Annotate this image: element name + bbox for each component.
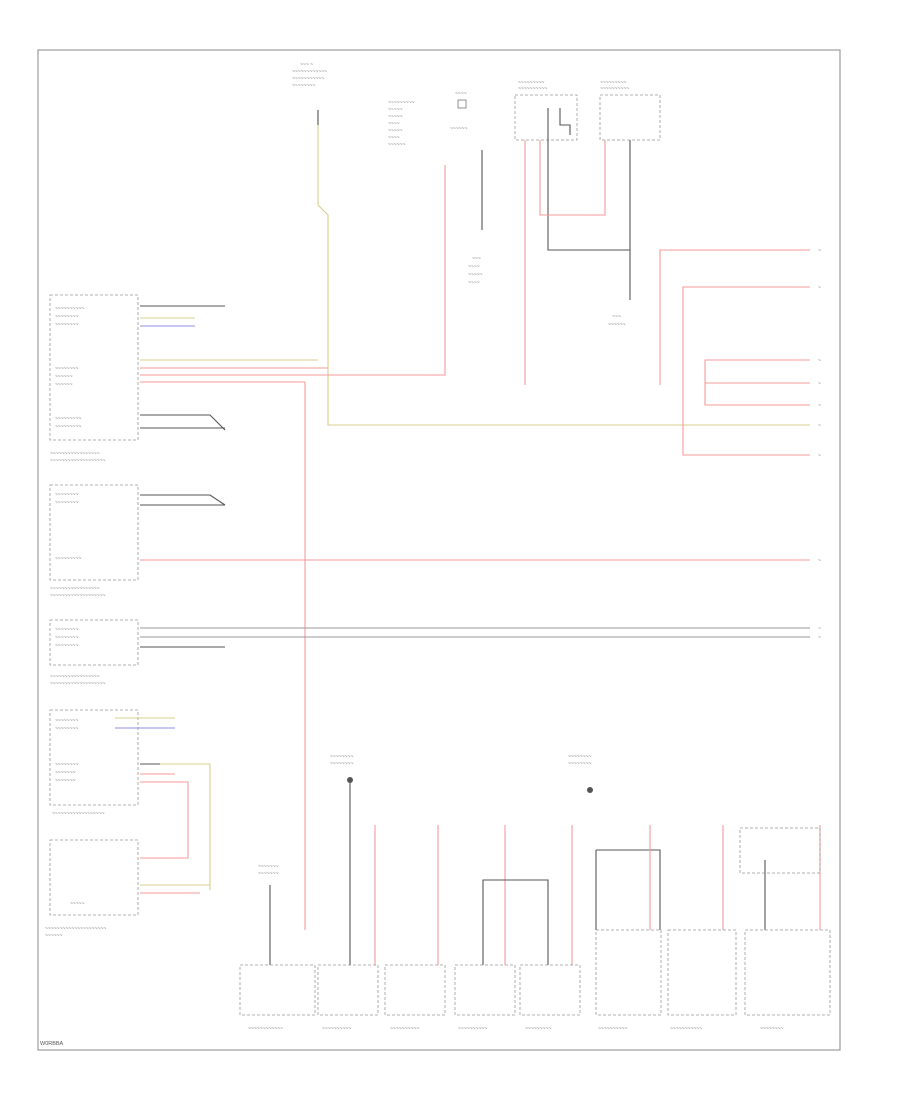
svg-text:~~~~~~~~: ~~~~~~~~ [55,726,78,732]
svg-text:~~~~~~: ~~~~~~ [55,374,73,380]
svg-text:~~~~~~~~~: ~~~~~~~~~ [600,80,626,86]
svg-text:~~~~~: ~~~~~ [388,107,403,113]
svg-text:~~~~~: ~~~~~ [388,128,403,134]
svg-text:~~~~~~~~: ~~~~~~~~ [568,761,591,767]
svg-text:~~~~~~: ~~~~~~ [388,142,406,148]
diagram-frame [37,49,841,1051]
svg-text:~~~~~~~~: ~~~~~~~~ [292,83,315,89]
svg-text:~~~~~~~~: ~~~~~~~~ [55,492,78,498]
svg-text:~~~ ~: ~~~ ~ [300,62,313,68]
svg-text:~~~~~~~: ~~~~~~~ [258,871,279,877]
top-fuse-block: ~~~ ~ ~~~~~~~~~~~~ ~~~~~~~~~~~ ~~~~~~~~ [292,62,810,426]
svg-text:~~~~: ~~~~ [388,121,400,127]
svg-text:~~~~~~~~~~~~~~~~~~~~~: ~~~~~~~~~~~~~~~~~~~~~ [45,926,106,932]
svg-text:~~~~~~~~~~: ~~~~~~~~~~ [390,1026,419,1032]
rear-heated-seat-module: ~~~~~~~~ ~~~~~~~~ ~~~~~~~~ ~~~~~~~~~~~~~… [49,619,810,687]
svg-text:~~~~~~~~: ~~~~~~~~ [760,1026,783,1032]
svg-text:~: ~ [818,358,821,364]
svg-text:~~~~~~~~: ~~~~~~~~ [55,627,78,633]
svg-text:~~~~~~~: ~~~~~~~ [55,778,76,784]
instrument-cluster: ~~~~~~~~ ~~~~~~~~ ~~~~~~~~ ~~~~~~~ ~~~~~… [49,709,211,890]
svg-text:~: ~ [818,423,821,429]
svg-text:~~~~~~~~: ~~~~~~~~ [55,314,78,320]
svg-text:~~~~~~~~~~~~~~~~~~: ~~~~~~~~~~~~~~~~~~ [52,811,105,817]
svg-text:~~~~~~~: ~~~~~~~ [55,770,76,776]
svg-text:~: ~ [818,381,821,387]
svg-text:~~~~~~: ~~~~~~ [45,933,63,939]
svg-text:~~~~~: ~~~~~ [388,114,403,120]
svg-text:~~~~~~~~~~~~: ~~~~~~~~~~~~ [292,69,327,75]
bottom-loads: ~~~~~~~~ ~~~~~~~~ ~~~~~~~~ ~~~~~~~~ ~~~~… [258,754,821,965]
svg-text:~~~~~~~~~~~~: ~~~~~~~~~~~~ [248,1026,283,1032]
right-front-seat-module: ~~~~~~~~ ~~~~~~~~ ~~~~~~~~~ ~~~~~~~~~~~~… [49,484,810,599]
svg-text:~~~~~~~~~~~~~~~~~: ~~~~~~~~~~~~~~~~~ [50,451,100,457]
svg-text:~~~~: ~~~~ [455,91,467,97]
svg-text:~~~~~~~~~: ~~~~~~~~~ [55,424,81,430]
svg-text:~~~~~~~~~~~~~~~~~~~: ~~~~~~~~~~~~~~~~~~~ [50,593,106,599]
svg-text:~~~~~~~~~~: ~~~~~~~~~~ [518,86,547,92]
svg-text:~~~~~~~~: ~~~~~~~~ [568,754,591,760]
svg-text:~~~~~: ~~~~~ [70,901,85,907]
svg-text:~~~~~~~~~: ~~~~~~~~~ [55,556,81,562]
svg-text:~~~~~~~~~~: ~~~~~~~~~~ [55,306,84,312]
svg-text:~: ~ [818,248,821,254]
svg-text:~~~~~~~~~~~: ~~~~~~~~~~~ [670,1026,702,1032]
svg-text:~~~~~~~~~: ~~~~~~~~~ [388,100,414,106]
svg-text:~~~~: ~~~~ [468,280,480,286]
svg-text:~~~~~~~: ~~~~~~~ [258,864,279,870]
svg-text:~: ~ [818,403,821,409]
svg-text:~~~~~~~~~~: ~~~~~~~~~~ [598,1026,627,1032]
svg-text:~~~~~~~~~: ~~~~~~~~~ [518,80,544,86]
svg-text:~~~~~~~~: ~~~~~~~~ [330,761,353,767]
svg-text:~~~~~~~~~~~: ~~~~~~~~~~~ [292,76,324,82]
svg-text:~~~~~~~~~~: ~~~~~~~~~~ [458,1026,487,1032]
top-right-relays: ~~~~~~~~~ ~~~~~~~~~~ ~~~~~~~~~ ~~~~~~~~~… [514,80,661,385]
svg-text:~~~~~~~~: ~~~~~~~~ [55,322,78,328]
svg-text:~~~: ~~~ [612,314,621,320]
right-terminal-markers: ~ ~ ~ ~ ~ ~ ~ ~ ~ ~ [818,248,821,641]
svg-text:~~~~~~~~~~: ~~~~~~~~~~ [322,1026,351,1032]
svg-text:~: ~ [818,558,821,564]
svg-text:~~~~~~~~: ~~~~~~~~ [330,754,353,760]
svg-text:~~~~~~~~~: ~~~~~~~~~ [525,1026,551,1032]
svg-text:~~~~~~~~: ~~~~~~~~ [55,643,78,649]
svg-text:~~~~~~~~: ~~~~~~~~ [55,635,78,641]
svg-text:~~~~~~~~~~~~~~~~~: ~~~~~~~~~~~~~~~~~ [50,674,100,680]
svg-text:~~~~: ~~~~ [468,264,480,270]
svg-text:~~~~~: ~~~~~ [468,272,483,278]
center-fuse-labels: ~~~~~~~~~ ~~~~~ ~~~~~ ~~~~ ~~~~~ ~~~~ ~~… [388,91,468,148]
svg-text:~~~~~~~~~~~~~~~~~~~: ~~~~~~~~~~~~~~~~~~~ [50,458,106,464]
svg-text:~~~~~~~~~~~~~~~~~: ~~~~~~~~~~~~~~~~~ [50,586,100,592]
svg-text:~: ~ [818,626,821,632]
svg-text:~~~~~~~~: ~~~~~~~~ [55,762,78,768]
svg-text:~~~~~~: ~~~~~~ [608,322,626,328]
svg-text:~~~~~~~~~~: ~~~~~~~~~~ [600,86,629,92]
svg-text:~~~~~~: ~~~~~~ [450,126,468,132]
svg-text:~~~: ~~~ [472,256,481,262]
svg-text:~~~~~~~~: ~~~~~~~~ [55,366,78,372]
svg-text:~~~~~~~~: ~~~~~~~~ [55,500,78,506]
auxiliary-lighting-switch: ~~~~~ ~~~~~~~~~~~~~~~~~~~~~ ~~~~~~ [45,839,210,939]
svg-text:~~~~~~~~: ~~~~~~~~ [55,718,78,724]
svg-text:~: ~ [818,635,821,641]
svg-text:~~~~~~~~~~~~~~~~~~~: ~~~~~~~~~~~~~~~~~~~ [50,681,106,687]
page-code: W0RBBA [40,1041,64,1047]
svg-text:~: ~ [818,285,821,291]
svg-text:~~~~~~: ~~~~~~ [55,382,73,388]
svg-text:~~~~~~~~~: ~~~~~~~~~ [55,416,81,422]
svg-text:~~~~: ~~~~ [388,135,400,141]
svg-text:~: ~ [818,453,821,459]
left-front-seat-module: ~~~~~~~~~~ ~~~~~~~~ ~~~~~~~~ ~~~~~~~~ ~~… [49,294,328,464]
